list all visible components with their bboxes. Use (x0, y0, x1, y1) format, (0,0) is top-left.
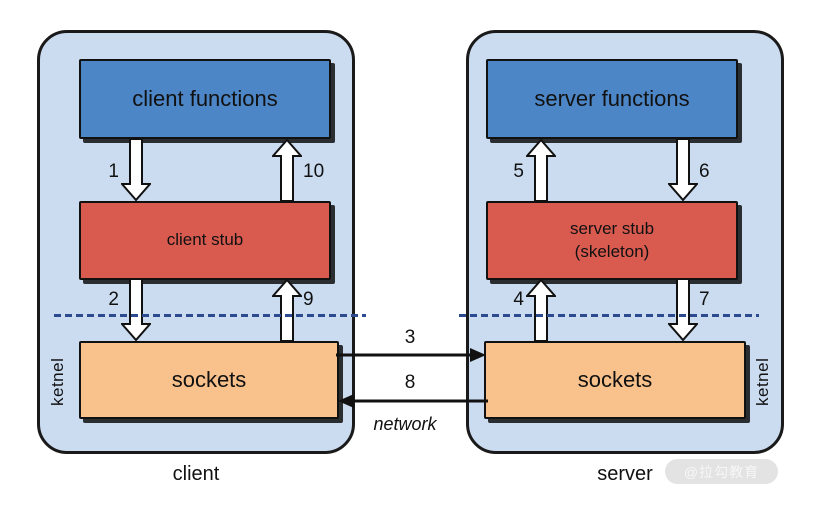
arrow-step3-request-icon (336, 348, 486, 362)
client-functions-label: client functions (132, 86, 278, 111)
server-stub-label-line1: server stub (569, 219, 655, 239)
arrow-step9-up-icon (272, 279, 302, 341)
step-10-label: 10 (303, 161, 325, 182)
arrow-step5-up-icon (526, 139, 556, 201)
step-1-label: 1 (108, 161, 119, 182)
client-sockets-label: sockets (171, 367, 247, 392)
arrow-step6-down-icon (668, 139, 698, 201)
server-functions-box: server functions (486, 59, 738, 139)
arrow-step10-up-icon (272, 139, 302, 201)
client-stub-label: client stub (166, 230, 244, 250)
server-stub-box: server stub (skeleton) (486, 201, 738, 280)
server-functions-label: server functions (534, 86, 690, 111)
arrow-step8-response-icon (338, 394, 488, 408)
step-5-label: 5 (513, 161, 524, 182)
client-caption: client (172, 463, 220, 485)
server-caption: server (597, 463, 653, 485)
arrow-step4-up-icon (526, 279, 556, 341)
watermark-badge: @拉勾教育 (665, 459, 778, 484)
server-stub-label-line2: (skeleton) (574, 241, 650, 261)
arrow-step2-down-icon (121, 279, 151, 341)
arrow-step7-down-icon (668, 279, 698, 341)
client-sockets-box: sockets (79, 341, 339, 419)
step-4-label: 4 (513, 289, 524, 310)
server-sockets-label: sockets (577, 367, 653, 392)
client-kernel-divider (54, 314, 366, 317)
client-machine-container: client functions 1 10 client stub 2 9 so… (37, 30, 366, 454)
step-3-label: 3 (404, 327, 416, 348)
step-6-label: 6 (699, 161, 710, 182)
server-machine-container: server functions 5 6 server stub (skelet… (459, 30, 784, 454)
client-functions-box: client functions (79, 59, 331, 139)
step-8-label: 8 (404, 372, 416, 393)
arrow-step1-down-icon (121, 139, 151, 201)
step-2-label: 2 (108, 289, 119, 310)
step-9-label: 9 (303, 289, 314, 310)
step-7-label: 7 (699, 289, 710, 310)
client-kernel-label: ketnel (48, 357, 67, 407)
network-caption: network (373, 414, 437, 434)
server-sockets-box: sockets (484, 341, 746, 419)
server-kernel-label: ketnel (753, 357, 772, 407)
client-stub-box: client stub (79, 201, 331, 280)
server-kernel-divider (459, 314, 759, 317)
